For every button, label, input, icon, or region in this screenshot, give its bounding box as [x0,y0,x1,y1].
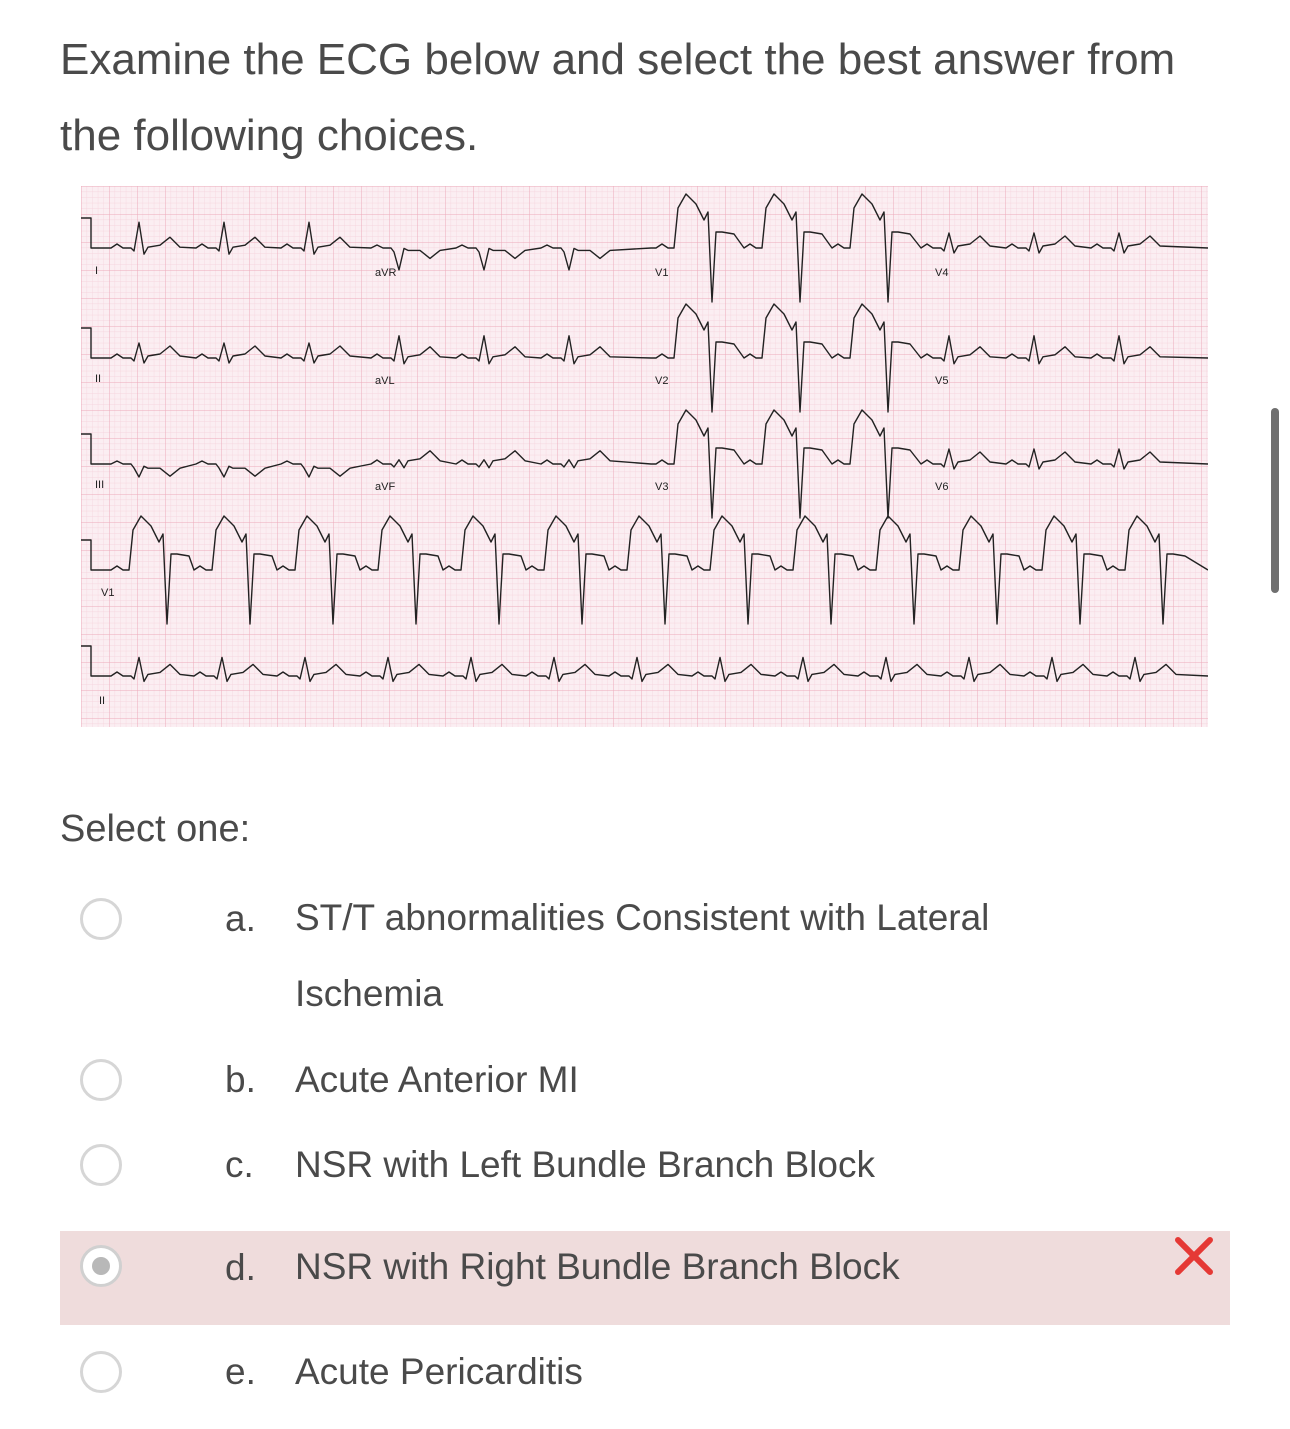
option-c[interactable]: c. NSR with Left Bundle Branch Block [60,1130,1230,1200]
ecg-lead-label: V6 [935,481,948,493]
ecg-lead-label: aVR [375,267,396,279]
ecg-lead-label: aVL [375,375,395,387]
radio-b[interactable] [80,1059,122,1101]
ecg-lead-label: V5 [935,375,948,387]
option-text: Acute Anterior MI [295,1059,579,1100]
ecg-lead-label: aVF [375,481,395,493]
question-text: Examine the ECG below and select the bes… [60,35,1176,160]
option-a[interactable]: a. ST/T abnormalities Consistent with La… [60,880,1230,1030]
option-letter: c. [225,1144,254,1185]
radio-d[interactable] [80,1245,122,1287]
ecg-lead-label: III [95,479,104,491]
ecg-trace [81,515,1208,625]
ecg-lead-label: V1 [655,267,668,279]
option-b[interactable]: b. Acute Anterior MI [60,1045,1230,1115]
option-text: NSR with Right Bundle Branch Block [295,1246,900,1287]
cross-icon [1175,1237,1213,1275]
ecg-lead-label: V2 [655,375,668,387]
option-e[interactable]: e. Acute Pericarditis [60,1337,1230,1407]
ecg-trace [81,303,1208,413]
ecg-lead-label: V1 [101,587,114,599]
ecg-trace [81,409,1208,519]
ecg-lead-label: II [95,373,101,385]
ecg-trace [81,645,1208,683]
option-text: NSR with Left Bundle Branch Block [295,1144,875,1185]
ecg-lead-label: V3 [655,481,668,493]
option-d[interactable]: d. NSR with Right Bundle Branch Block [60,1231,1230,1325]
option-letter: d. [225,1247,256,1288]
option-text: ST/T abnormalities Consistent with Later… [295,897,990,1014]
radio-e[interactable] [80,1351,122,1393]
select-one-label: Select one: [60,808,251,850]
radio-a[interactable] [80,898,122,940]
ecg-lead-label: II [99,695,105,707]
ecg-lead-label: I [95,265,98,277]
option-letter: b. [225,1059,256,1100]
option-text: Acute Pericarditis [295,1351,583,1392]
ecg-lead-label: V4 [935,267,948,279]
scrollbar[interactable] [1271,408,1279,593]
radio-c[interactable] [80,1144,122,1186]
option-letter: e. [225,1351,256,1392]
option-letter: a. [225,898,256,939]
ecg-trace [81,193,1208,303]
